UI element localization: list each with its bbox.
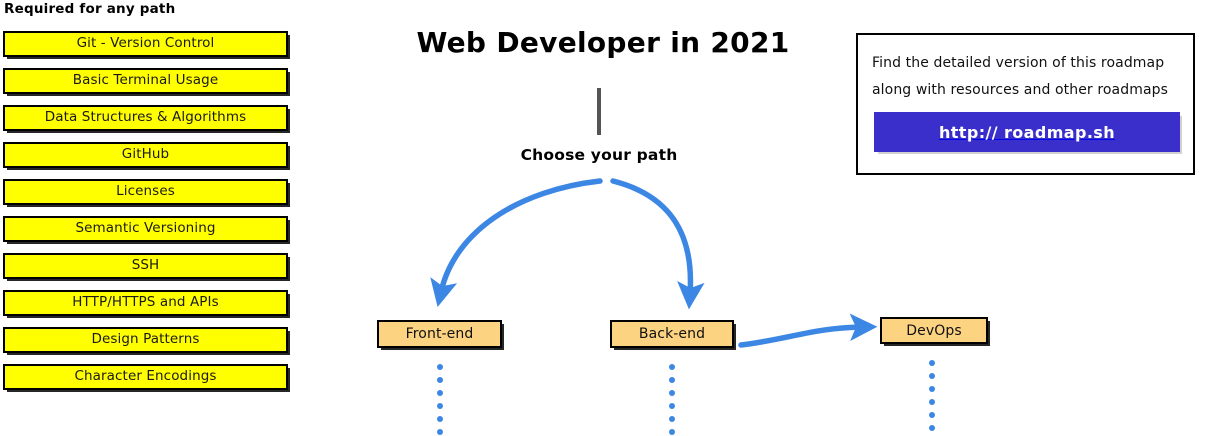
dotted-trail-devops (929, 360, 935, 436)
required-skill-item[interactable]: SSH (3, 253, 288, 279)
path-box-devops[interactable]: DevOps (880, 317, 988, 344)
required-skill-item[interactable]: Basic Terminal Usage (3, 68, 288, 94)
required-skill-item[interactable]: Data Structures & Algorithms (3, 105, 288, 131)
required-skill-label: Git - Version Control (76, 35, 215, 52)
arrow-to-backend (610, 178, 705, 310)
required-skill-item[interactable]: Design Patterns (3, 327, 288, 353)
required-skill-item[interactable]: Character Encodings (3, 364, 288, 390)
required-skill-label: Licenses (116, 183, 175, 200)
promo-text-line-1: Find the detailed version of this roadma… (872, 55, 1165, 71)
required-skill-label: SSH (131, 257, 160, 274)
required-skill-label: Character Encodings (74, 368, 217, 385)
required-skill-item[interactable]: Licenses (3, 179, 288, 205)
required-skill-item[interactable]: Semantic Versioning (3, 216, 288, 242)
path-box-backend[interactable]: Back-end (610, 320, 734, 348)
required-skill-label: GitHub (121, 146, 170, 163)
page-title: Web Developer in 2021 (416, 26, 790, 59)
title-stem-line (597, 88, 601, 135)
path-box-label: Front-end (405, 326, 474, 342)
path-box-frontend[interactable]: Front-end (377, 320, 502, 348)
roadmap-sh-link-button[interactable]: http:// roadmap.sh (874, 112, 1180, 152)
required-skill-label: Data Structures & Algorithms (44, 109, 247, 126)
choose-your-path-label: Choose your path (520, 146, 678, 164)
required-skill-label: Design Patterns (91, 331, 200, 348)
required-skill-label: Semantic Versioning (75, 220, 216, 237)
required-skill-label: HTTP/HTTPS and APIs (72, 294, 219, 311)
required-for-any-path-section: Required for any path Git - Version Cont… (0, 0, 300, 436)
required-skill-item[interactable]: HTTP/HTTPS and APIs (3, 290, 288, 316)
promo-text-line-2: along with resources and other roadmaps (872, 82, 1169, 98)
required-skill-label: Basic Terminal Usage (72, 72, 219, 89)
path-box-label: DevOps (906, 322, 962, 339)
arrow-backend-to-devops (738, 313, 878, 348)
roadmap-promo-card: Find the detailed version of this roadma… (856, 33, 1195, 175)
arrow-to-frontend (430, 178, 603, 308)
path-box-label: Back-end (638, 326, 706, 342)
dotted-trail-frontend (437, 364, 443, 436)
dotted-trail-backend (669, 364, 675, 436)
required-section-heading: Required for any path (4, 1, 176, 17)
required-skill-item[interactable]: GitHub (3, 142, 288, 168)
roadmap-sh-link-label: http:// roadmap.sh (938, 122, 1116, 142)
required-skill-list: Git - Version Control Basic Terminal Usa… (0, 31, 300, 401)
required-skill-item[interactable]: Git - Version Control (3, 31, 288, 57)
